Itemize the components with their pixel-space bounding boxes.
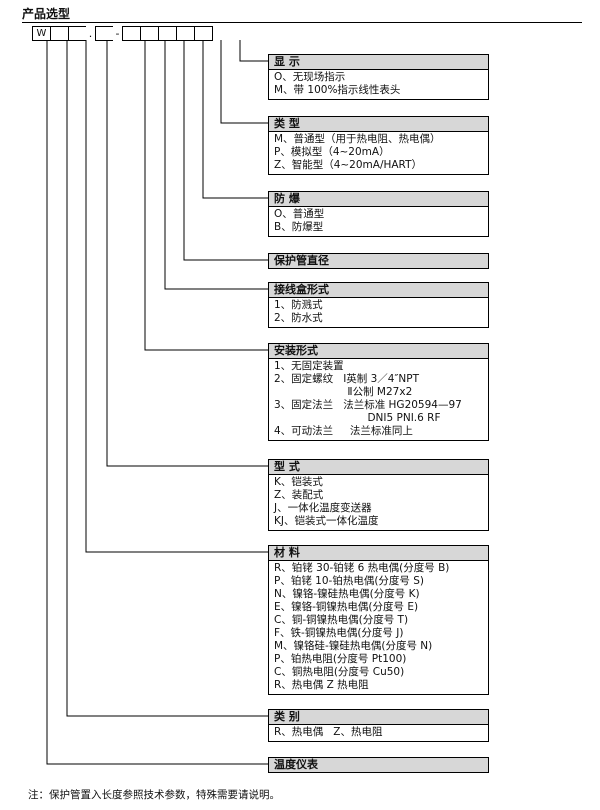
section-model: 型 式 K、铠装式 Z、装配式 J、一体化温度变送器 KJ、铠装式一体化温度 xyxy=(268,459,489,531)
code-cell xyxy=(140,26,158,41)
option-item: 1、无固定装置 xyxy=(274,360,344,372)
page-title: 产品选型 xyxy=(22,7,71,21)
option-item: R、热电偶 Z、热电阻 xyxy=(274,726,383,738)
code-cell xyxy=(50,26,68,41)
option-item: M、带 100%指示线性表头 xyxy=(274,84,401,96)
option-item: M、普通型（用于热电阻、热电偶） xyxy=(274,133,441,145)
option-item: 4、可动法兰 法兰标准同上 xyxy=(274,425,413,437)
section-title: 安装形式 xyxy=(269,344,488,359)
option-item: K、铠装式 xyxy=(274,476,323,488)
option-item: N、镍铬-镍硅热电偶(分度号 K) xyxy=(274,588,420,600)
section-explosion: 防 爆 O、普通型 B、防爆型 xyxy=(268,191,489,237)
section-tube: 保护管直径 xyxy=(268,253,489,269)
section-material: 材 料 R、铂铑 30-铂铑 6 热电偶(分度号 B) P、铂铑 10-铂热电偶… xyxy=(268,545,489,695)
option-item: O、无现场指示 xyxy=(274,71,346,83)
option-item: B、防爆型 xyxy=(274,221,324,233)
section-title: 型 式 xyxy=(269,460,488,475)
title-rule xyxy=(22,22,582,23)
footnote: 注：保护管置入长度参照技术参数，特殊需要请说明。 xyxy=(28,789,280,801)
code-cell xyxy=(68,26,86,41)
option-item: DNI5 PNI.6 RF xyxy=(274,412,441,424)
option-item: M、镍铬硅-镍硅热电偶(分度号 N) xyxy=(274,640,433,652)
option-item: P、铂热电阻(分度号 Pt100) xyxy=(274,653,407,665)
option-item: 2、固定螺纹 Ⅰ英制 3／4″NPT xyxy=(274,373,420,385)
section-install: 安装形式 1、无固定装置 2、固定螺纹 Ⅰ英制 3／4″NPT Ⅱ公制 M27x… xyxy=(268,343,489,441)
section-title: 防 爆 xyxy=(269,192,488,207)
option-item: P、模拟型（4~20mA） xyxy=(274,146,390,158)
option-item: KJ、铠装式一体化温度 xyxy=(274,515,379,527)
section-display: 显 示 O、无现场指示 M、带 100%指示线性表头 xyxy=(268,54,489,100)
code-cell-prefix: W xyxy=(32,26,50,41)
option-item: Z、装配式 xyxy=(274,489,324,501)
option-item: 3、固定法兰 法兰标准 HG20594—97 xyxy=(274,399,462,411)
section-type: 类 型 M、普通型（用于热电阻、热电偶） P、模拟型（4~20mA） Z、智能型… xyxy=(268,116,489,175)
option-item: 1、防溅式 xyxy=(274,299,323,311)
section-title: 显 示 xyxy=(269,55,488,70)
option-item: C、铜-铜镍热电偶(分度号 T) xyxy=(274,614,409,626)
option-item: Ⅱ公制 M27x2 xyxy=(274,386,413,398)
option-item: 2、防水式 xyxy=(274,312,323,324)
option-item: R、热电偶 Z 热电阻 xyxy=(274,679,369,691)
section-title: 材 料 xyxy=(269,546,488,561)
section-title: 接线盒形式 xyxy=(269,283,488,298)
section-title: 类 别 xyxy=(269,710,488,725)
option-item: P、铂铑 10-铂热电偶(分度号 S) xyxy=(274,575,425,587)
section-title: 类 型 xyxy=(269,117,488,132)
code-cell xyxy=(122,26,140,41)
section-junction: 接线盒形式 1、防溅式 2、防水式 xyxy=(268,282,489,328)
section-instrument: 温度仪表 xyxy=(268,757,489,773)
option-item: J、一体化温度变送器 xyxy=(274,502,372,514)
option-item: E、镍铬-铜镍热电偶(分度号 E) xyxy=(274,601,419,613)
option-item: O、普通型 xyxy=(274,208,325,220)
section-title: 保护管直径 xyxy=(269,254,488,268)
option-item: C、铜热电阻(分度号 Cu50) xyxy=(274,666,405,678)
code-separator-dash: - xyxy=(115,27,120,40)
option-item: Z、智能型（4~20mA/HART） xyxy=(274,159,423,171)
section-category: 类 别 R、热电偶 Z、热电阻 xyxy=(268,709,489,742)
option-item: F、铁-铜镍热电偶(分度号 J) xyxy=(274,627,404,639)
code-cell xyxy=(176,26,194,41)
option-item: R、铂铑 30-铂铑 6 热电偶(分度号 B) xyxy=(274,562,450,574)
code-separator-dot: . xyxy=(88,27,93,40)
code-cell xyxy=(158,26,176,41)
code-cell xyxy=(95,26,113,41)
model-code-row: W . - xyxy=(32,26,213,41)
section-title: 温度仪表 xyxy=(269,758,488,772)
